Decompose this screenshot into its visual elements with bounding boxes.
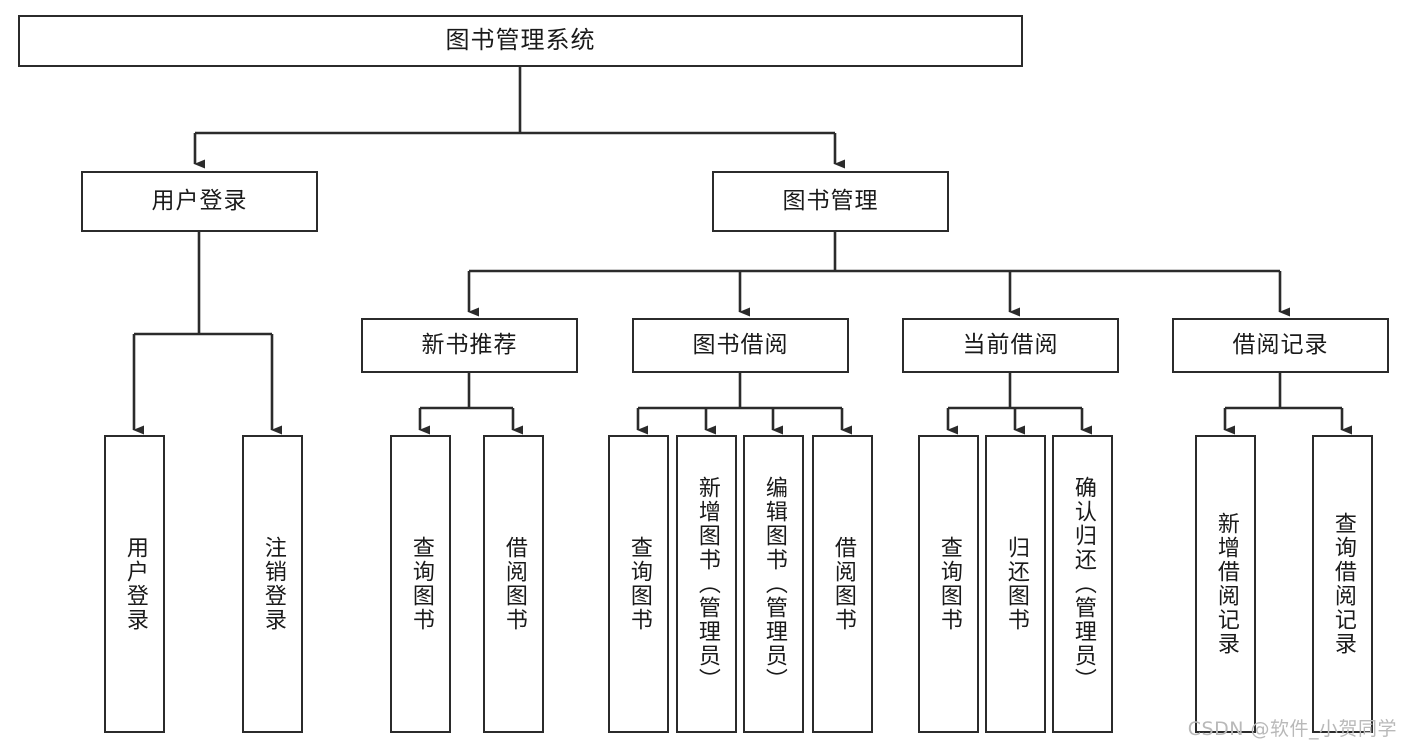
node-label: 查询借阅记录 xyxy=(1330,512,1356,656)
node-label: 图书管理 xyxy=(782,188,879,215)
leaf-current-borrow-1[interactable]: 查询图书 xyxy=(918,435,979,733)
node-root-system[interactable]: 图书管理系统 xyxy=(18,15,1023,67)
node-label: 编辑图书（管理员） xyxy=(761,476,787,692)
leaf-new-book-1[interactable]: 查询图书 xyxy=(390,435,451,733)
leaf-new-book-2[interactable]: 借阅图书 xyxy=(483,435,544,733)
leaf-user-login-1[interactable]: 用户登录 xyxy=(104,435,165,733)
leaf-book-borrow-3[interactable]: 编辑图书（管理员） xyxy=(743,435,804,733)
node-user-login[interactable]: 用户登录 xyxy=(81,171,318,232)
node-label: 归还图书 xyxy=(1003,536,1029,632)
node-label: 查询图书 xyxy=(936,536,962,632)
leaf-book-borrow-2[interactable]: 新增图书（管理员） xyxy=(676,435,737,733)
node-label: 确认归还（管理员） xyxy=(1070,476,1096,692)
leaf-book-borrow-1[interactable]: 查询图书 xyxy=(608,435,669,733)
leaf-current-borrow-3[interactable]: 确认归还（管理员） xyxy=(1052,435,1113,733)
node-label: 新增图书（管理员） xyxy=(694,476,720,692)
node-label: 查询图书 xyxy=(408,536,434,632)
node-label: 借阅图书 xyxy=(501,536,527,632)
node-label: 新增借阅记录 xyxy=(1213,512,1239,656)
node-label: 用户登录 xyxy=(122,536,148,632)
node-label: 查询图书 xyxy=(626,536,652,632)
csdn-watermark: CSDN @软件_小贺同学 xyxy=(1187,718,1397,740)
leaf-borrow-record-2[interactable]: 查询借阅记录 xyxy=(1312,435,1373,733)
node-label: 用户登录 xyxy=(151,188,248,215)
node-label: 借阅记录 xyxy=(1232,332,1329,359)
node-label: 借阅图书 xyxy=(830,536,856,632)
node-borrow-record[interactable]: 借阅记录 xyxy=(1172,318,1389,373)
node-label: 注销登录 xyxy=(260,536,286,632)
node-book-management[interactable]: 图书管理 xyxy=(712,171,949,232)
node-label: 图书借阅 xyxy=(692,332,789,359)
node-new-book-recommend[interactable]: 新书推荐 xyxy=(361,318,578,373)
leaf-user-login-2[interactable]: 注销登录 xyxy=(242,435,303,733)
leaf-book-borrow-4[interactable]: 借阅图书 xyxy=(812,435,873,733)
node-current-borrow[interactable]: 当前借阅 xyxy=(902,318,1119,373)
node-label: 当前借阅 xyxy=(962,332,1059,359)
leaf-current-borrow-2[interactable]: 归还图书 xyxy=(985,435,1046,733)
node-label: 图书管理系统 xyxy=(445,26,596,55)
node-label: 新书推荐 xyxy=(421,332,518,359)
node-book-borrow[interactable]: 图书借阅 xyxy=(632,318,849,373)
leaf-borrow-record-1[interactable]: 新增借阅记录 xyxy=(1195,435,1256,733)
